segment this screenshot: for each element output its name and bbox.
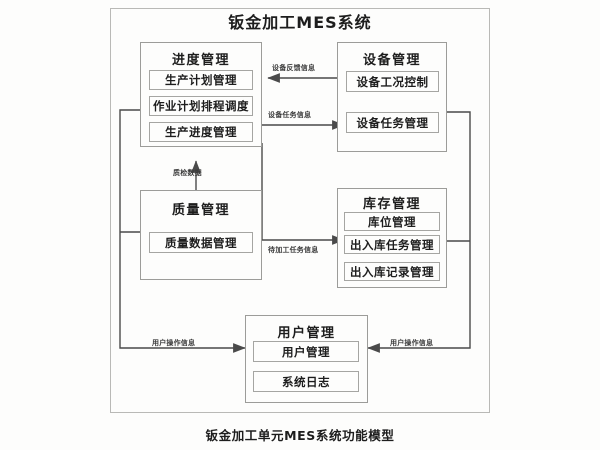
module-user-title: 用户管理	[277, 326, 336, 341]
sub-equipment-task-management[interactable]: 设备任务管理	[346, 112, 439, 133]
module-equipment-title: 设备管理	[362, 53, 421, 68]
edge-label-equipment-feedback: 设备反馈信息	[272, 64, 316, 72]
sub-production-progress[interactable]: 生产进度管理	[149, 122, 253, 142]
diagram-title: 钣金加工MES系统	[228, 13, 372, 32]
module-inventory-title: 库存管理	[362, 197, 421, 212]
sub-inbound-outbound-task[interactable]: 出入库任务管理	[344, 235, 440, 254]
sub-inbound-outbound-record[interactable]: 出入库记录管理	[344, 262, 440, 281]
module-progress-title: 进度管理	[171, 53, 230, 68]
edge-label-equipment-task: 设备任务信息	[268, 111, 312, 119]
sub-storage-location-management[interactable]: 库位管理	[344, 212, 440, 231]
edge-user-op-right	[367, 111, 471, 353]
edge-label-pending-task: 待加工任务信息	[268, 246, 319, 254]
figure-caption: 钣金加工单元MES系统功能模型	[205, 428, 395, 443]
edge-label-inspection-data: 质检数据	[173, 169, 202, 177]
sub-production-plan[interactable]: 生产计划管理	[149, 70, 253, 90]
sub-equipment-condition-control[interactable]: 设备工况控制	[346, 71, 439, 92]
sub-user-management[interactable]: 用户管理	[253, 341, 359, 362]
module-quality-title: 质量管理	[171, 203, 230, 218]
sub-system-log[interactable]: 系统日志	[253, 371, 359, 392]
sub-job-scheduling[interactable]: 作业计划排程调度	[149, 96, 253, 116]
edge-label-user-op-right: 用户操作信息	[390, 339, 434, 347]
edge-user-op-left	[119, 109, 246, 353]
edge-pending-task	[261, 143, 345, 245]
sub-quality-data-management[interactable]: 质量数据管理	[149, 232, 253, 253]
module-equipment[interactable]: 设备管理	[337, 42, 447, 152]
edge-label-user-op-left: 用户操作信息	[152, 339, 196, 347]
